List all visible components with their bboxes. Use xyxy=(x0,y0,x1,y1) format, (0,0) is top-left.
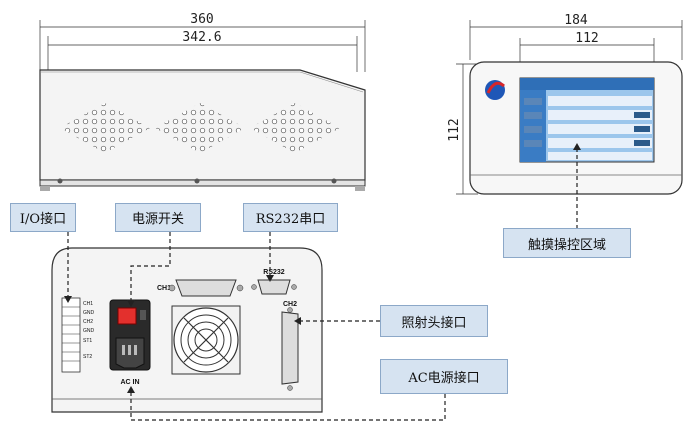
callout-ac-port: AC电源接口 xyxy=(380,359,508,394)
rs232-label: RS232 xyxy=(263,269,285,276)
callout-head-port: 照射头接口 xyxy=(380,305,488,337)
dim-right-height: 112 xyxy=(447,118,462,141)
callout-io-port: I/O接口 xyxy=(10,203,76,232)
ac-in-label: AC IN xyxy=(120,379,139,386)
callout-touch-area: 触摸操控区域 xyxy=(503,228,631,258)
callout-power-switch: 电源开关 xyxy=(115,203,201,232)
dim-top-inner-width: 342.6 xyxy=(182,30,221,45)
pin-label-2: GND xyxy=(83,310,95,316)
front-view: 184 112 112 67 xyxy=(447,13,683,195)
back-panel: CH1 GND CH2 GND ST1 ST2 AC IN CH1 RS232 xyxy=(51,247,323,413)
side-view: 360 342.6 xyxy=(39,12,366,191)
pin-label-6: ST1 xyxy=(83,338,92,344)
dim-screen-width: 112 xyxy=(575,31,598,46)
callout-rs232-port: RS232串口 xyxy=(243,203,338,232)
leader-arrows xyxy=(64,143,581,393)
pin-label-4: GND xyxy=(83,328,95,334)
pin-label-8: ST2 xyxy=(83,354,92,360)
dim-right-width: 184 xyxy=(564,13,588,28)
pin-label-3: CH2 xyxy=(83,319,93,325)
ch1-label: CH1 xyxy=(157,285,171,292)
ch2-label: CH2 xyxy=(283,301,297,308)
leader-lines xyxy=(67,148,578,421)
dim-top-width: 360 xyxy=(190,12,213,27)
pin-label-1: CH1 xyxy=(83,301,93,307)
